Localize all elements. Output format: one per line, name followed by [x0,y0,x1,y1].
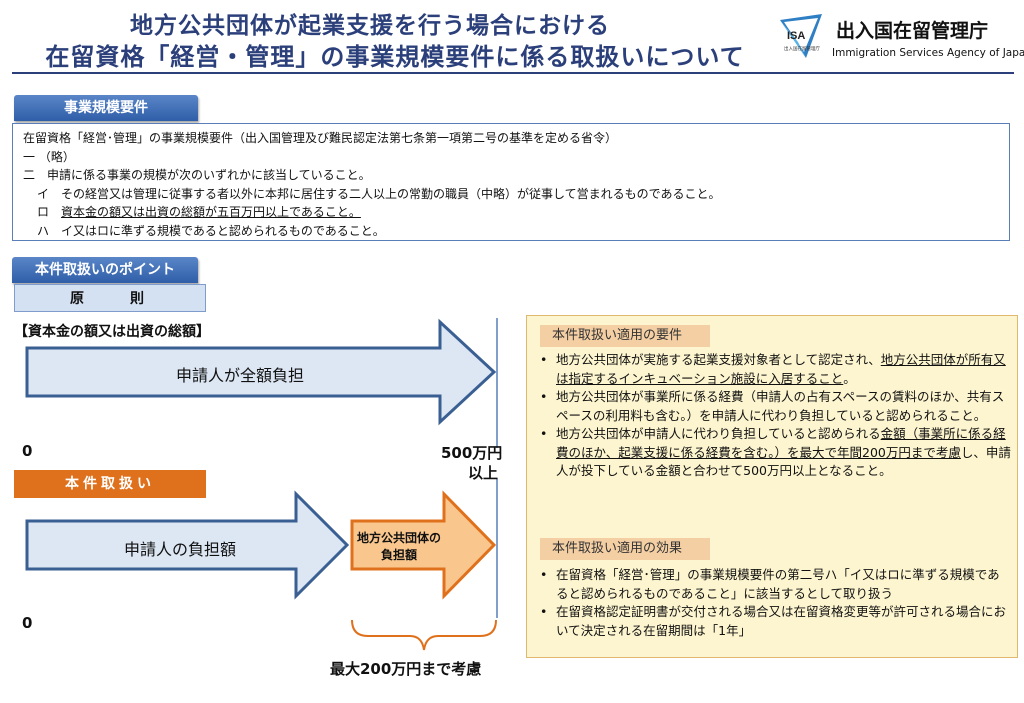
agency-name-en: Immigration Services Agency of Japan [832,47,1024,59]
zero-label-2: 0 [22,614,33,632]
condition-text-underlined: 地方公共団体が所有又は指定するインキュベーション施設に入居すること [556,352,1006,386]
handling-label: 本件取扱い [14,470,206,498]
requirement-line: 二 申請に係る事業の規模が次のいずれかに該当していること。 [23,168,371,182]
logo-text: ISA [787,30,805,42]
logo-subtext: 出入国在留管理庁 [784,45,820,52]
condition-text: 地方公共団体が申請人に代わり負担していると認められる [556,426,881,441]
zero-label: 0 [22,442,33,460]
requirements-tab: 事業規模要件 [14,95,198,121]
requirement-line: イ その経営又は管理に従事する者以外に本邦に居住する二人以上の常勤の職員（中略）… [37,186,721,201]
threshold-label-2: 以上 [468,464,499,482]
isa-logo-icon: ISA 出入国在留管理庁 [780,14,822,58]
principle-label: 原 則 [14,284,206,312]
requirement-ro-text: 資本金の額又は出資の総額が五百万円以上であること。 [61,205,361,219]
effect-item: 在留資格「経営･管理」の事業規模要件の第二号ハ「イ又はロに準ずる規模であると認め… [534,566,1012,603]
title-divider [12,72,1014,74]
gov-burden-label: 地方公共団体の 負担額 [352,530,446,564]
agency-name-jp: 出入国在留管理庁 [836,20,989,42]
condition-item: 地方公共団体が事業所に係る経費（申請人の占有スペースの賃料のほか、共有スペースの… [534,388,1012,425]
gov-burden-arrow [350,490,497,600]
condition-item: 地方公共団体が実施する起業支援対象者として認定され、地方公共団体が所有又は指定す… [534,351,1012,388]
conditions-list: 地方公共団体が実施する起業支援対象者として認定され、地方公共団体が所有又は指定す… [534,351,1012,481]
condition-text-tail: 。 [843,370,856,386]
conditions-tab: 本件取扱い適用の要件 [540,325,710,347]
requirement-line-ro: ロ 資本金の額又は出資の総額が五百万円以上であること。 [23,203,999,222]
full-burden-arrow [25,318,497,426]
condition-item: 地方公共団体が申請人に代わり負担していると認められる金額（事業所に係る経費のほか… [534,425,1012,481]
requirement-line: 在留資格「経営･管理」の事業規模要件（出入国管理及び難民認定法第七条第一項第二号… [23,131,618,145]
applicant-burden-arrow [25,490,350,600]
requirement-line: 一 （略） [23,149,75,164]
requirements-box: 在留資格「経営･管理」の事業規模要件（出入国管理及び難民認定法第七条第一項第二号… [12,123,1010,241]
threshold-label: 500万円 [441,444,503,462]
applicant-burden-label: 申請人の負担額 [123,540,236,559]
effects-list: 在留資格「経営･管理」の事業規模要件の第二号ハ「イ又はロに準ずる規模であると認め… [534,566,1012,640]
gov-burden-label-line2: 負担額 [380,548,417,562]
max-consideration-label: 最大200万円まで考慮 [330,660,482,678]
title-line-2: 在留資格「経営・管理」の事業規模要件に係る取扱いについて [45,43,745,71]
condition-text-tail: し、申請人が投下している金額と合わせて500万円以上となること。 [556,444,1011,479]
requirement-line: ハ イ又はロに準ずる規模であると認められるものであること。 [37,223,385,238]
effects-tab: 本件取扱い適用の効果 [540,538,710,560]
requirement-ro-prefix: ロ [37,205,62,219]
condition-text: 地方公共団体が実施する起業支援対象者として認定され、 [556,352,881,367]
burden-diagram [25,318,498,651]
condition-text: 地方公共団体が事業所に係る経費（申請人の占有スペースの賃料のほか、共有スペースの… [556,389,1005,423]
points-tab: 本件取扱いのポイント [12,257,198,283]
condition-text-underlined: 金額（事業所に係る経費のほか、起業支援に係る経費を含む。）を最大で年間200万円… [556,426,1006,460]
full-burden-label: 申請人が全額負担 [175,366,304,385]
gov-burden-label-line1: 地方公共団体の [356,531,441,545]
effect-item: 在留資格認定証明書が交付される場合又は在留資格変更等が許可される場合において決定… [534,603,1012,640]
title-line-1: 地方公共団体が起業支援を行う場合における [130,13,610,39]
max-brace [351,619,497,651]
capital-label: 【資本金の額又は出資の総額】 [14,324,210,340]
